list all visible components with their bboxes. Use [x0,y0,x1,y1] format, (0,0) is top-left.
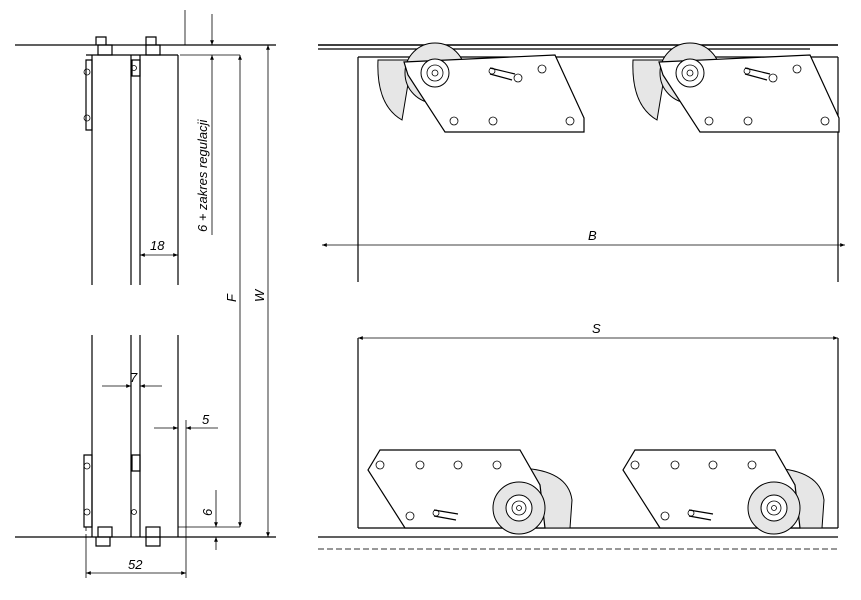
label-W: W [252,288,267,302]
dimension-W: W [252,45,270,537]
label-F: F [224,293,239,302]
label-S: S [592,321,601,336]
label-B: B [588,228,597,243]
dimension-S: S [358,321,838,340]
door-panels-upper [83,55,179,285]
roller-assembly-bottom-2 [622,449,825,535]
front-view-top: B [318,42,845,282]
dimension-7: 7 [102,370,162,388]
top-track-profile [86,36,178,56]
label-18: 18 [150,238,165,253]
dimension-B: B [322,228,845,247]
label-52: 52 [128,557,143,572]
dimension-F: F [224,55,242,527]
roller-assembly-top-1 [377,42,585,133]
dimension-6-bottom: 6 [200,490,218,550]
label-5: 5 [202,412,210,427]
roller-assembly-top-2 [632,42,840,133]
label-7: 7 [130,370,138,385]
label-adjust: 6 + zakres regulacji [195,119,210,232]
bottom-guide-profile [95,526,161,547]
front-view-bottom: S [318,321,839,550]
dimension-52: 52 [85,537,187,578]
side-view: 6 + zakres regulacji 18 F W 7 5 [15,10,276,578]
dimension-adjust: 6 + zakres regulacji [195,14,214,235]
roller-assembly-bottom-1 [367,449,573,535]
dimension-18: 18 [139,238,179,257]
dimension-5: 5 [154,412,218,537]
door-panels-lower [83,335,179,540]
label-6: 6 [200,508,215,516]
